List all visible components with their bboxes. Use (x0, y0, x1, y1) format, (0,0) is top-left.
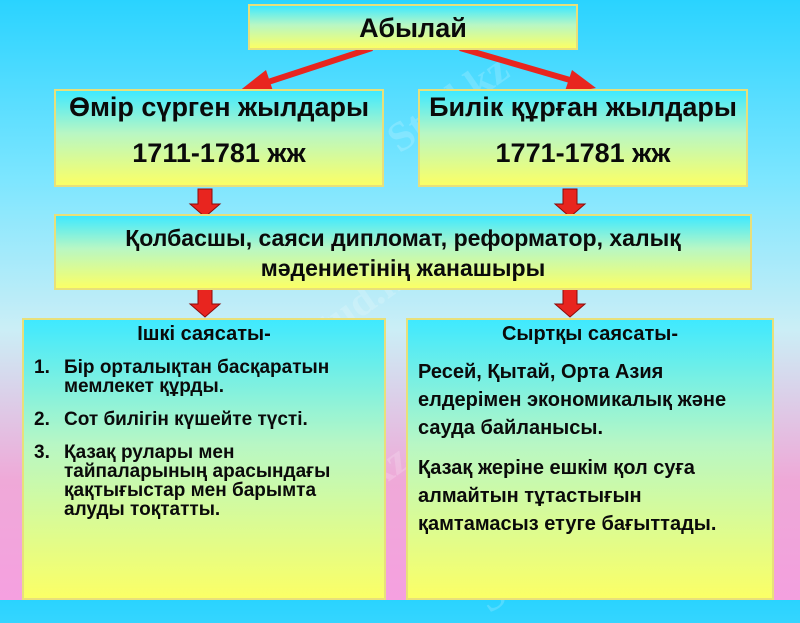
list-text: Сот билігін күшейте түсті. (64, 409, 308, 430)
reign-years-dates: 1771-1781 жж (495, 138, 671, 168)
list-item: 1. Бір орталықтан басқаратын мемлекет құр… (32, 358, 376, 396)
external-policy-paragraph: Қазақ жеріне ешкім қол суға алмайтын тұт… (418, 457, 717, 535)
internal-policy-box: Ішкі саясаты- 1. Бір орталықтан басқараты… (22, 318, 386, 600)
down-arrow-2 (553, 188, 587, 218)
external-policy-box: Сыртқы саясаты- Ресей, Қытай, Орта Азия … (406, 318, 774, 600)
title-box: Абылай (248, 4, 578, 50)
external-policy-paragraph: Ресей, Қытай, Орта Азия елдерімен эконом… (418, 361, 727, 439)
list-text: Бір орталықтан басқаратын мемлекет құрды… (64, 357, 330, 397)
list-number: 3. (34, 442, 50, 463)
title-to-reign-arrow (459, 45, 596, 94)
down-arrow-1 (188, 188, 222, 218)
down-arrow-3 (188, 288, 222, 318)
title-to-life-arrow (238, 45, 373, 94)
down-arrow-4 (553, 288, 587, 318)
life-years-heading: Өмір сүрген жылдары (68, 92, 370, 122)
list-number: 1. (34, 357, 50, 378)
connector-arrows (188, 45, 596, 318)
life-years-box: Өмір сүрген жылдары 1711-1781 жж (54, 89, 384, 187)
internal-policy-list: 1. Бір орталықтан басқаратын мемлекет құр… (32, 358, 376, 519)
internal-policy-heading: Ішкі саясаты- (137, 323, 271, 345)
list-number: 2. (34, 409, 50, 430)
reign-years-heading: Билік құрған жылдары (429, 92, 737, 122)
list-item: 3. Қазақ рулары мен тайпаларының арасында… (32, 443, 376, 519)
list-text: Қазақ рулары мен тайпаларының арасындағы… (64, 442, 331, 520)
external-policy-heading: Сыртқы саясаты- (501, 323, 679, 345)
list-item: 2. Сот билігін күшейте түсті. (32, 410, 376, 429)
roles-box: Қолбасшы, саяси дипломат, реформатор, ха… (54, 214, 752, 290)
reign-years-box: Билік құрған жылдары 1771-1781 жж (418, 89, 748, 187)
life-years-dates: 1711-1781 жж (132, 138, 306, 168)
